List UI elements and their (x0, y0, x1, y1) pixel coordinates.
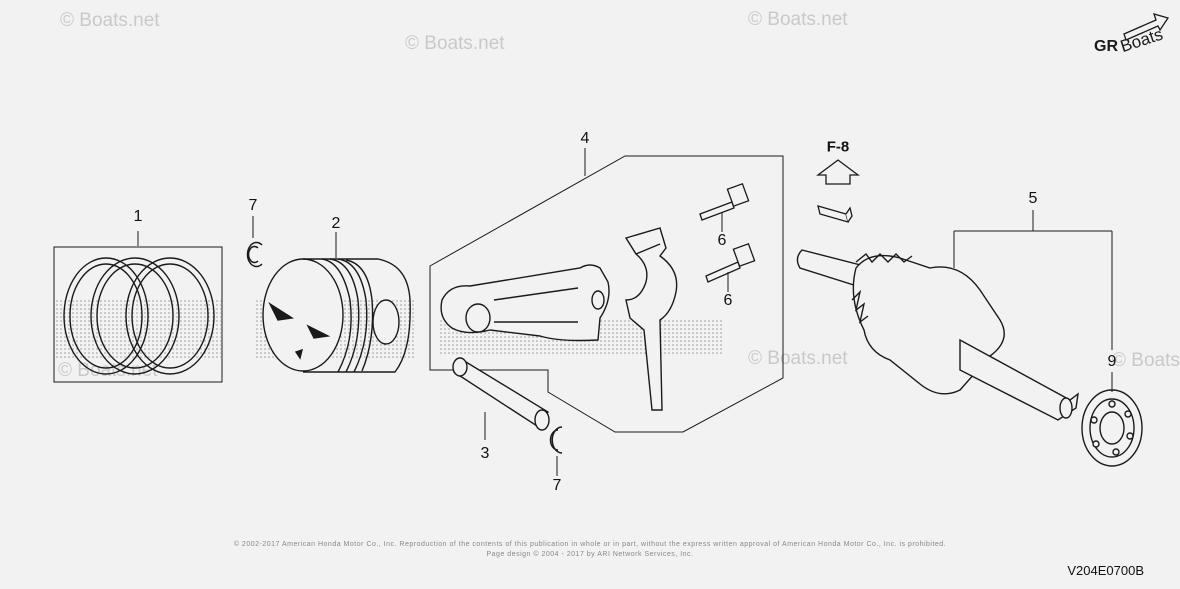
pin-clip-lower (549, 426, 563, 476)
diagram-code: V204E0700B (1067, 563, 1144, 578)
callout-piston-pin: 3 (480, 445, 490, 462)
connecting-rod (440, 264, 610, 342)
corner-badge-arrow (1123, 13, 1170, 41)
callout-rod-bolt-lower: 6 (723, 292, 733, 309)
pin-clip-upper (246, 216, 263, 268)
watermark: © Boats.net (1112, 350, 1180, 371)
woodruff-key (817, 205, 853, 223)
watermark: © Boats.net (60, 10, 160, 31)
reference-label: F-8 (826, 138, 850, 156)
callout-crankshaft: 5 (1028, 190, 1038, 207)
crankshaft (796, 210, 1113, 421)
bearing (1081, 372, 1143, 467)
connecting-rod-group-frame (429, 148, 784, 433)
rod-cap (624, 227, 678, 411)
page-design-line: Page design © 2004 - 2017 by ARI Network… (486, 551, 694, 558)
callout-piston-ring-set: 1 (133, 208, 143, 225)
callout-bearing: 9 (1107, 353, 1117, 370)
corner-badge-prefix: GR (1094, 38, 1118, 55)
callout-connecting-rod-assembly: 4 (580, 130, 590, 147)
callout-pin-clip-lower: 7 (552, 477, 562, 494)
piston-pin (452, 357, 550, 440)
copyright-line: © 2002-2017 American Honda Motor Co., In… (233, 541, 947, 548)
piston-ring-set (53, 231, 223, 383)
piston (255, 232, 415, 373)
rod-bolt-lower (705, 242, 756, 292)
callout-rod-bolt-upper: 6 (717, 232, 727, 249)
callout-pin-clip-upper: 7 (248, 197, 258, 214)
watermark: © Boats.net (748, 348, 848, 369)
watermark: © Boats.net (748, 9, 848, 30)
watermark: © Boats.net (405, 33, 505, 54)
callout-piston: 2 (331, 215, 341, 232)
reference-arrow (816, 159, 860, 185)
rod-bolt-upper (699, 182, 750, 232)
